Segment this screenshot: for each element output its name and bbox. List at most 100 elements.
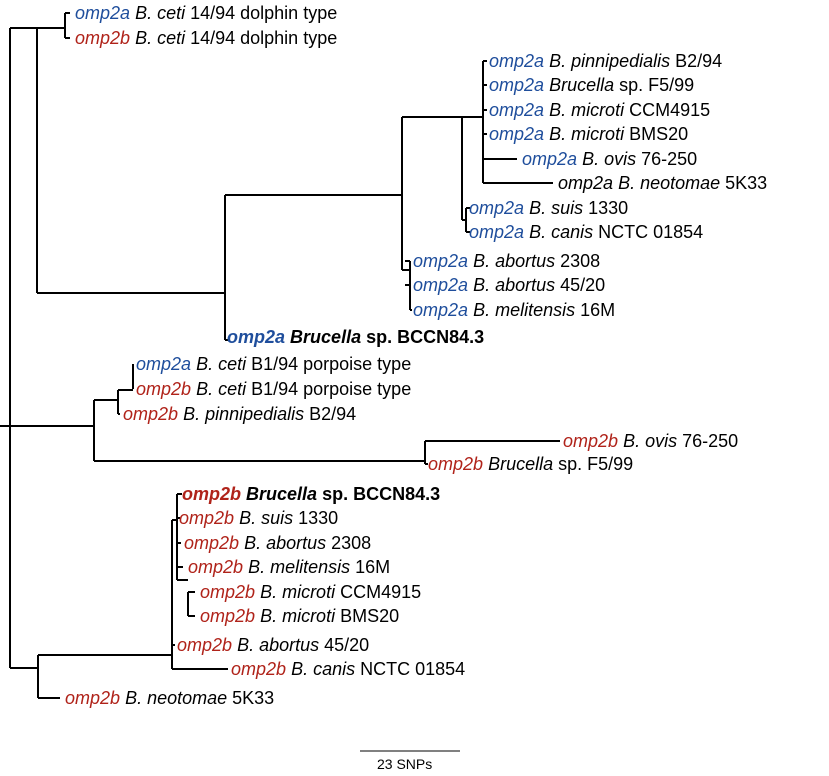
gene-name: omp2b: [136, 379, 192, 399]
taxon-label: omp2a B. suis 1330: [469, 198, 628, 218]
strain-name: 16M: [350, 557, 391, 577]
taxon-label: omp2a Brucella sp. BCCN84.3: [227, 327, 484, 347]
strain-name: BMS20: [335, 606, 400, 626]
gene-name: omp2a: [413, 275, 469, 295]
taxon-label: omp2a B. ceti B1/94 porpoise type: [136, 354, 411, 374]
gene-name: omp2a: [489, 124, 545, 144]
species-name: B. melitensis: [473, 300, 576, 320]
species-name: B. abortus: [473, 251, 556, 271]
species-name: B. ceti: [196, 379, 247, 399]
gene-name: omp2a: [489, 100, 545, 120]
gene-name: omp2b: [231, 659, 287, 679]
species-name: B. neotomae: [125, 688, 228, 708]
species-name: B. microti: [549, 124, 625, 144]
taxon-label: omp2a B. neotomae 5K33: [558, 173, 767, 193]
taxon-label: omp2a B. ceti 14/94 dolphin type: [75, 3, 337, 23]
taxon-label: omp2a B. microti BMS20: [489, 124, 688, 144]
gene-name: omp2a: [75, 3, 131, 23]
gene-name: omp2b: [188, 557, 244, 577]
strain-name: 76-250: [677, 431, 739, 451]
strain-name: B1/94 porpoise type: [246, 354, 412, 374]
taxon-label: omp2b Brucella sp. BCCN84.3: [182, 484, 440, 504]
gene-name: omp2b: [200, 606, 256, 626]
strain-name: 14/94 dolphin type: [185, 28, 338, 48]
species-name: B. abortus: [237, 635, 320, 655]
species-name: B. pinnipedialis: [549, 51, 671, 71]
taxon-label: omp2a B. melitensis 16M: [413, 300, 615, 320]
gene-name: omp2b: [200, 582, 256, 602]
taxon-label: omp2b Brucella sp. F5/99: [428, 454, 633, 474]
taxon-label: omp2b B. neotomae 5K33: [65, 688, 274, 708]
taxon-label: omp2b B. abortus 2308: [184, 533, 371, 553]
taxon-label: omp2b B. ovis 76-250: [563, 431, 738, 451]
strain-name: NCTC 01854: [355, 659, 466, 679]
taxon-label: omp2a Brucella sp. F5/99: [489, 75, 694, 95]
taxon-label: omp2b B. ceti 14/94 dolphin type: [75, 28, 337, 48]
taxon-label: omp2a B. canis NCTC 01854: [469, 222, 703, 242]
gene-name: omp2a: [413, 251, 469, 271]
strain-name: 14/94 dolphin type: [185, 3, 338, 23]
gene-name: omp2b: [184, 533, 240, 553]
species-name: Brucella: [246, 484, 318, 504]
species-name: B. microti: [260, 606, 336, 626]
taxon-label: omp2b B. microti BMS20: [200, 606, 399, 626]
strain-name: B1/94 porpoise type: [246, 379, 412, 399]
gene-name: omp2b: [75, 28, 131, 48]
taxon-label: omp2a B. pinnipedialis B2/94: [489, 51, 722, 71]
gene-name: omp2b: [179, 508, 235, 528]
species-name: B. canis: [291, 659, 356, 679]
strain-name: sp. BCCN84.3: [361, 327, 485, 347]
taxon-label: omp2b B. ceti B1/94 porpoise type: [136, 379, 411, 399]
strain-name: B2/94: [670, 51, 723, 71]
species-name: B. ovis: [623, 431, 678, 451]
strain-name: 45/20: [555, 275, 606, 295]
taxon-label: omp2a B. abortus 2308: [413, 251, 600, 271]
species-name: B. neotomae: [618, 173, 721, 193]
strain-name: 5K33: [227, 688, 275, 708]
taxon-label: omp2b B. pinnipedialis B2/94: [123, 404, 356, 424]
taxon-label: omp2a B. microti CCM4915: [489, 100, 710, 120]
gene-name: omp2b: [177, 635, 233, 655]
gene-name: omp2b: [123, 404, 179, 424]
species-name: B. melitensis: [248, 557, 351, 577]
strain-name: 76-250: [636, 149, 698, 169]
species-name: Brucella: [488, 454, 554, 474]
strain-name: 5K33: [720, 173, 768, 193]
strain-name: CCM4915: [335, 582, 422, 602]
gene-name: omp2b: [428, 454, 484, 474]
species-name: B. microti: [549, 100, 625, 120]
gene-name: omp2a: [469, 222, 525, 242]
taxon-label: omp2b B. melitensis 16M: [188, 557, 390, 577]
gene-name: omp2a: [489, 51, 545, 71]
strain-name: 45/20: [319, 635, 370, 655]
species-name: B. ceti: [135, 28, 186, 48]
taxon-label: omp2a B. abortus 45/20: [413, 275, 605, 295]
gene-name: omp2a: [413, 300, 469, 320]
strain-name: sp. F5/99: [614, 75, 695, 95]
strain-name: sp. F5/99: [553, 454, 634, 474]
strain-name: 16M: [575, 300, 616, 320]
gene-name: omp2a: [227, 327, 286, 347]
species-name: Brucella: [290, 327, 362, 347]
species-name: B. abortus: [244, 533, 327, 553]
species-name: B. suis: [239, 508, 294, 528]
species-name: B. ceti: [196, 354, 247, 374]
gene-name: omp2b: [563, 431, 619, 451]
species-name: Brucella: [549, 75, 615, 95]
species-name: B. abortus: [473, 275, 556, 295]
taxon-label: omp2b B. microti CCM4915: [200, 582, 421, 602]
strain-name: B2/94: [304, 404, 357, 424]
strain-name: 2308: [326, 533, 372, 553]
strain-name: 1330: [293, 508, 339, 528]
gene-name: omp2a: [522, 149, 578, 169]
taxon-label: omp2a B. ovis 76-250: [522, 149, 697, 169]
taxon-label: omp2b B. abortus 45/20: [177, 635, 369, 655]
species-name: B. suis: [529, 198, 584, 218]
species-name: B. microti: [260, 582, 336, 602]
gene-name: omp2a: [489, 75, 545, 95]
scale-bar-label: 23 SNPs: [377, 756, 433, 772]
species-name: B. canis: [529, 222, 594, 242]
strain-name: NCTC 01854: [593, 222, 704, 242]
species-name: B. ceti: [135, 3, 186, 23]
